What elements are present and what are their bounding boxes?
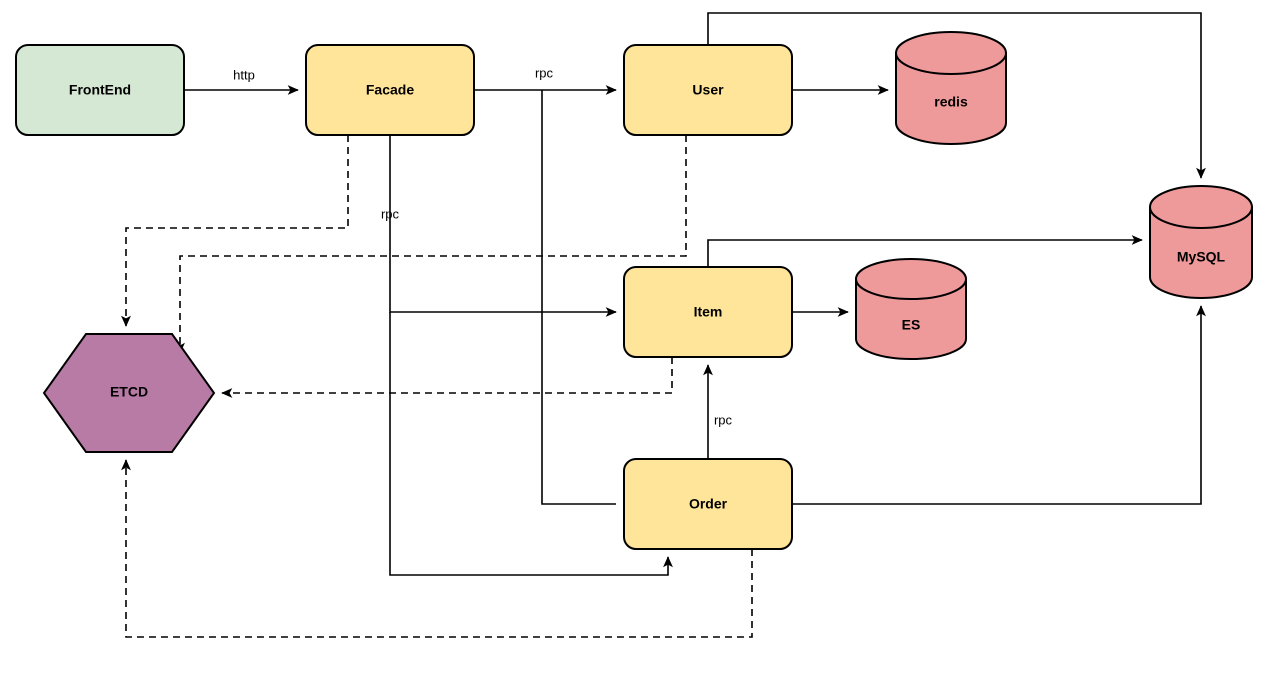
node-item[interactable]: Item bbox=[623, 266, 793, 358]
node-frontend[interactable]: FrontEnd bbox=[15, 44, 185, 136]
node-etcd[interactable]: ETCD bbox=[42, 333, 216, 453]
edge-user-to-mysql bbox=[707, 12, 1206, 179]
node-user[interactable]: User bbox=[623, 44, 793, 136]
node-item-label: Item bbox=[694, 304, 723, 320]
node-etcd-label: ETCD bbox=[110, 384, 148, 400]
edge-label-http: http bbox=[233, 67, 255, 82]
edge-label-rpc-facade-item: rpc bbox=[381, 206, 400, 221]
edge-facade-branch-to-order bbox=[541, 90, 616, 505]
edge-user-to-etcd bbox=[175, 135, 687, 354]
node-mysql[interactable]: MySQL bbox=[1149, 185, 1253, 299]
edge-facade-to-etcd bbox=[121, 135, 349, 327]
node-order[interactable]: Order bbox=[623, 458, 793, 550]
node-facade[interactable]: Facade bbox=[305, 44, 475, 136]
node-mysql-label: MySQL bbox=[1177, 249, 1226, 265]
node-user-label: User bbox=[692, 82, 724, 98]
node-redis-label: redis bbox=[934, 94, 968, 110]
edge-order-to-mysql bbox=[792, 305, 1206, 505]
node-facade-label: Facade bbox=[366, 82, 414, 98]
node-es-label: ES bbox=[902, 317, 921, 333]
edge-facade-to-order bbox=[389, 312, 673, 576]
node-order-label: Order bbox=[689, 496, 728, 512]
edge-label-rpc-facade-user: rpc bbox=[535, 65, 554, 80]
edge-item-to-etcd bbox=[221, 357, 673, 398]
edge-label-rpc-order-item: rpc bbox=[714, 412, 733, 427]
node-redis[interactable]: redis bbox=[895, 31, 1007, 145]
edge-order-to-etcd bbox=[121, 459, 753, 638]
edge-facade-to-item bbox=[389, 135, 617, 317]
edge-item-to-mysql bbox=[707, 235, 1143, 267]
node-frontend-label: FrontEnd bbox=[69, 82, 131, 98]
node-es[interactable]: ES bbox=[855, 258, 967, 360]
